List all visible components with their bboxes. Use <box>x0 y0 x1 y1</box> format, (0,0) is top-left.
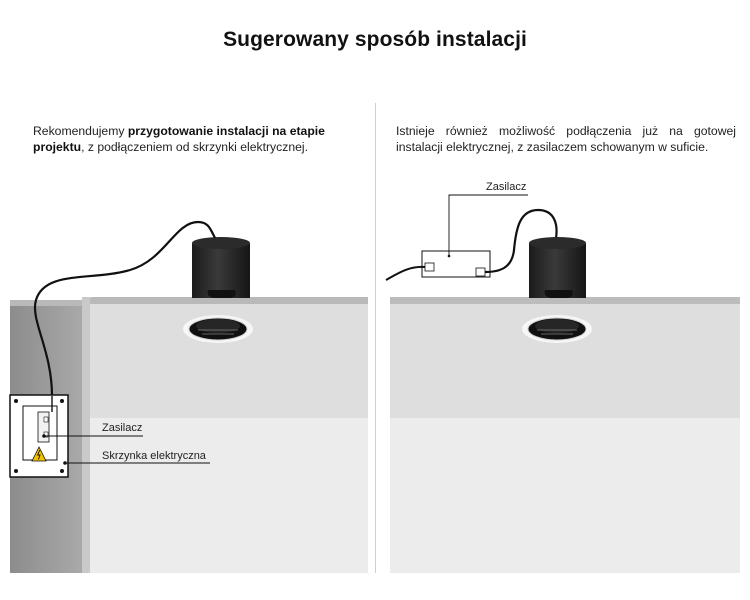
right-lamp-housing <box>529 237 586 298</box>
right-description: Istnieje również możliwość podłączenia j… <box>396 124 736 154</box>
right-input-cable <box>385 265 426 281</box>
left-lower-surface <box>90 418 368 573</box>
right-output-cable <box>484 208 558 274</box>
left-power-supply <box>37 411 50 443</box>
left-desc-rest: , z podłączeniem od skrzynki elektryczne… <box>81 140 308 154</box>
left-desc-intro: Rekomendujemy <box>33 124 128 138</box>
label-power-supply-left: Zasilacz <box>102 422 143 434</box>
left-description: Rekomendujemy przygotowanie instalacji n… <box>33 123 353 155</box>
right-ceiling-edge <box>390 297 740 304</box>
center-divider <box>375 103 376 573</box>
left-lamp-housing <box>192 237 250 298</box>
left-scene <box>9 220 368 573</box>
right-scene <box>385 194 740 573</box>
left-cable <box>33 220 216 397</box>
right-power-supply-leader <box>448 194 528 256</box>
left-ceiling-edge <box>10 297 368 306</box>
right-power-supply <box>421 250 491 278</box>
page-title: Sugerowany sposób instalacji <box>223 28 527 51</box>
right-lower-surface <box>390 418 740 573</box>
left-lamp-opening <box>183 315 253 343</box>
right-lamp-opening <box>522 315 592 343</box>
left-desc-bold: przygotowanie instalacji na etapie proje… <box>33 124 325 154</box>
warning-icon <box>31 446 47 462</box>
label-power-supply-right: Zasilacz <box>486 181 527 193</box>
label-electrical-box: Skrzynka elektryczna <box>102 450 206 462</box>
